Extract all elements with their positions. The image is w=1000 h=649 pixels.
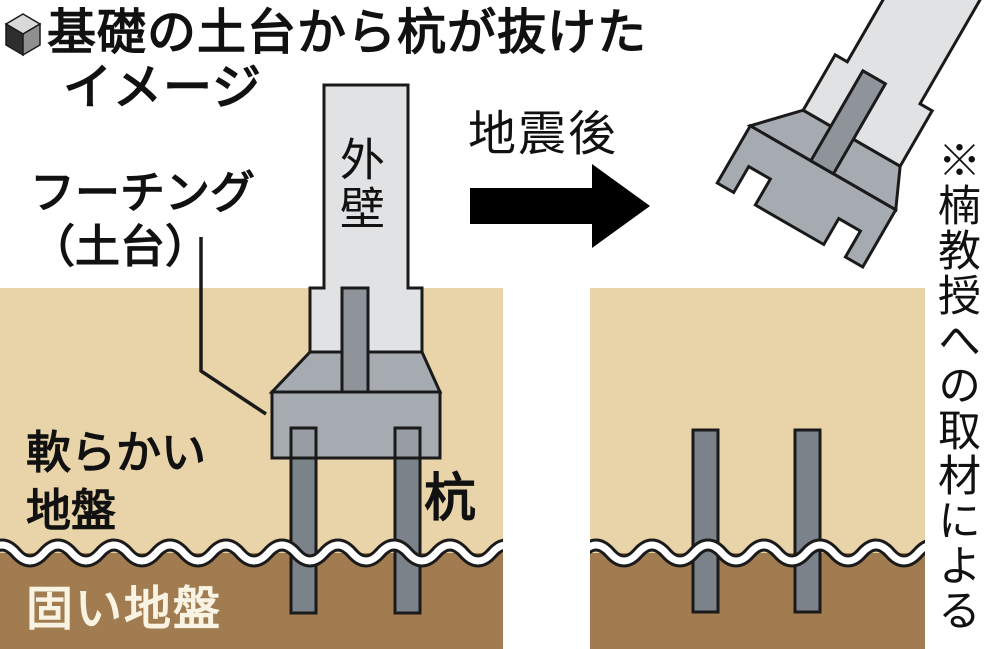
outer-wall-label: 外壁: [332, 136, 384, 234]
pile-label: 杭: [424, 470, 477, 528]
hard-ground-label: 固い地盤: [26, 582, 222, 635]
piles-before: [289, 456, 422, 615]
transition-arrow-icon: [470, 164, 650, 248]
ground-boundary-left: [0, 538, 503, 568]
wall-shape: [308, 83, 424, 354]
source-note: ※楠教授への取材による: [931, 138, 979, 633]
ground-boundary-right: [590, 538, 925, 568]
piles-after: [691, 428, 822, 614]
soft-ground-right: [590, 288, 925, 553]
tilted-building: [715, 0, 1000, 270]
title-line1: 基礎の土台から杭が抜けた: [47, 6, 648, 60]
tilted-wall-shape: [801, 0, 1000, 169]
soft-ground-label: 軟らかい 地盤: [26, 427, 207, 536]
tilted-column-shape: [808, 68, 888, 176]
column-shape: [340, 286, 370, 394]
after-panel: [590, 288, 925, 649]
after-earthquake-label: 地震後: [468, 108, 619, 161]
title-line2: イメージ: [63, 61, 263, 115]
pile-sockets-filled: [289, 426, 422, 460]
cube-icon: [4, 13, 42, 57]
footing-leader-line: [199, 237, 267, 416]
footing-label: フーチング （土台）: [30, 167, 256, 272]
hard-ground-right: [590, 553, 925, 649]
before-panel: [0, 83, 503, 649]
